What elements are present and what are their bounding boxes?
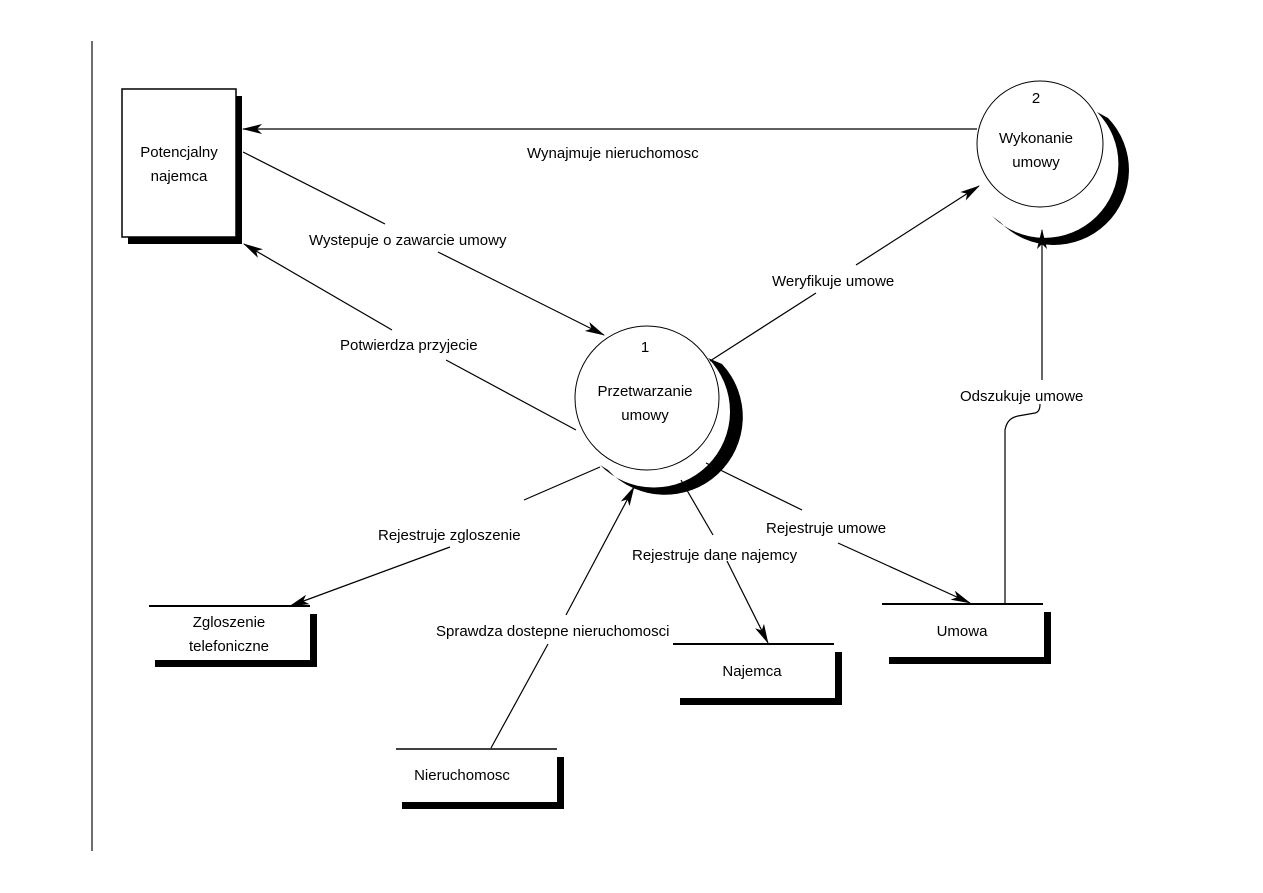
flow-label: Odszukuje umowe xyxy=(960,388,1083,405)
process-circle xyxy=(976,80,1104,208)
process-2-wykonanie-umowy[interactable]: 2 Wykonanie umowy xyxy=(976,80,1129,245)
datastore-label: Najemca xyxy=(722,663,782,680)
flow-label: Rejestruje zgloszenie xyxy=(378,527,521,544)
datastore-shadow-right xyxy=(310,614,317,667)
datastore-label: Nieruchomosc xyxy=(414,767,510,784)
flow-segment xyxy=(680,479,714,536)
datastore-nieruchomosc[interactable]: Nieruchomosc xyxy=(396,748,564,809)
flow-label: Potwierdza przyjecie xyxy=(340,337,478,354)
flow-label: Sprawdza dostepne nieruchomosci xyxy=(436,623,669,640)
flow-wynajmuje-nieruchomosc[interactable]: Wynajmuje nieruchomosc xyxy=(242,124,977,162)
entity-box xyxy=(121,88,237,238)
flow-potwierdza-przyjecie[interactable]: Potwierdza przyjecie xyxy=(243,243,577,431)
process-label-line1: Przetwarzanie xyxy=(597,383,692,400)
datastore-label-line2: telefoniczne xyxy=(189,638,269,655)
datastore-shadow-right xyxy=(557,757,564,809)
flow-arrow xyxy=(289,546,451,607)
datastore-label: Umowa xyxy=(937,623,989,640)
flow-segment xyxy=(709,292,817,362)
datastore-shadow-bottom xyxy=(402,802,564,809)
datastore-shadow-bottom xyxy=(889,657,1051,664)
datastore-najemca[interactable]: Najemca xyxy=(673,643,842,705)
flow-label: Rejestruje dane najemcy xyxy=(632,547,798,564)
flow-arrow xyxy=(565,486,635,616)
flow-segment xyxy=(523,466,601,501)
datastore-shadow-bottom xyxy=(155,660,317,667)
flow-label: Wynajmuje nieruchomosc xyxy=(527,145,699,162)
flow-segment xyxy=(242,151,386,225)
datastore-shadow-right xyxy=(835,652,842,705)
flow-arrow xyxy=(437,251,605,336)
entity-label-line2: najemca xyxy=(151,168,208,185)
flow-arrow xyxy=(855,185,980,266)
flow-segment xyxy=(705,462,803,511)
process-label-line1: Wykonanie xyxy=(999,130,1073,147)
entity-label-line1: Potencjalny xyxy=(140,144,218,161)
datastore-shadow-right xyxy=(1044,612,1051,664)
datastore-label-line1: Zgloszenie xyxy=(193,614,266,631)
process-number: 1 xyxy=(641,339,649,356)
flow-rejestruje-zgloszenie[interactable]: Rejestruje zgloszenie xyxy=(289,466,601,607)
flow-rejestruje-umowe[interactable]: Rejestruje umowe xyxy=(705,462,971,604)
datastore-zgloszenie-telefoniczne[interactable]: Zgloszenie telefoniczne xyxy=(149,605,317,667)
flow-label: Rejestruje umowe xyxy=(766,520,886,537)
process-number: 2 xyxy=(1032,90,1040,107)
process-label-line2: umowy xyxy=(621,407,669,424)
process-1-przetwarzanie-umowy[interactable]: 1 Przetwarzanie umowy xyxy=(574,325,743,495)
entity-potencjalny-najemca[interactable]: Potencjalny najemca xyxy=(121,88,242,244)
process-circle xyxy=(574,325,720,471)
flow-segment xyxy=(445,359,577,431)
flow-odszukuje-umowe[interactable]: Odszukuje umowe xyxy=(960,229,1083,604)
flow-segment xyxy=(1004,403,1041,604)
datastore-shadow-bottom xyxy=(680,698,842,705)
flow-segment xyxy=(490,643,549,749)
flow-label: Weryfikuje umowe xyxy=(772,273,894,290)
flow-arrow xyxy=(726,560,769,644)
flow-wystepuje-o-zawarcie-umowy[interactable]: Wystepuje o zawarcie umowy xyxy=(242,151,605,336)
flow-arrow xyxy=(837,542,971,604)
process-label-line2: umowy xyxy=(1012,154,1060,171)
flow-weryfikuje-umowe[interactable]: Weryfikuje umowe xyxy=(709,185,980,362)
flow-label: Wystepuje o zawarcie umowy xyxy=(309,232,507,249)
flow-sprawdza-dostepne-nieruchomosci[interactable]: Sprawdza dostepne nieruchomosci xyxy=(436,486,669,749)
flow-rejestruje-dane-najemcy[interactable]: Rejestruje dane najemcy xyxy=(632,479,798,644)
flow-arrow xyxy=(243,243,393,331)
datastore-umowa[interactable]: Umowa xyxy=(882,603,1051,664)
page-margin-line xyxy=(91,41,93,851)
